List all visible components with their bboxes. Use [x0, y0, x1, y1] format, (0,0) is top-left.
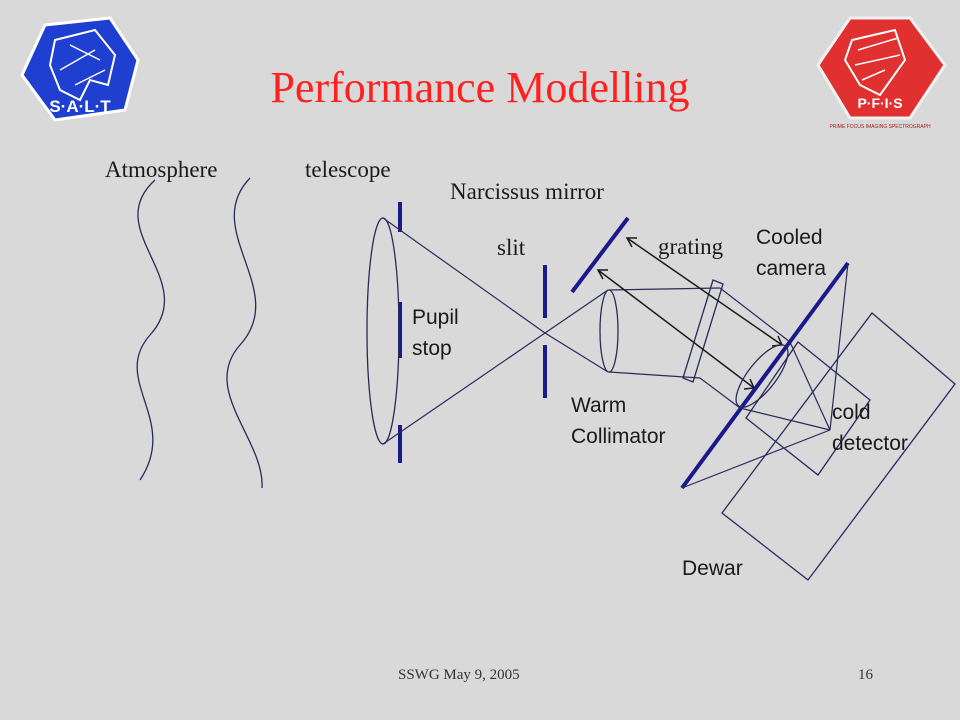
telescope-ray-bottom [382, 332, 546, 445]
telescope-mirror [366, 217, 400, 445]
warm-collimator-line-2: Collimator [571, 425, 666, 448]
detector-housing [745, 341, 871, 476]
dewar-label: Dewar [682, 557, 743, 580]
grating [682, 279, 724, 383]
cooled-camera-label: Cooled camera [756, 222, 826, 284]
collimated-beam-top [608, 287, 721, 291]
warm-collimator-line-1: Warm [571, 394, 627, 417]
cooled-camera-lens [735, 344, 789, 408]
grating-ray-top [719, 287, 791, 343]
camera-rays [681, 262, 849, 489]
warm-collimator [599, 289, 619, 373]
pupil-stop-line-2: stop [412, 337, 452, 360]
slit-label: slit [497, 235, 526, 260]
grating-ray-bottom [699, 377, 741, 409]
telescope-ray-top [382, 217, 546, 334]
salt-logo-text: S·A·L·T [49, 97, 111, 116]
telescope-label: telescope [305, 157, 391, 182]
cold-detector-line-1: cold [832, 401, 871, 424]
atmosphere-label: Atmosphere [105, 157, 218, 182]
collimated-beam-bottom [608, 371, 701, 379]
pfis-logo-text: P·F·I·S [857, 95, 902, 111]
page-number: 16 [858, 667, 873, 683]
grating-label: grating [658, 234, 724, 259]
narcissus-mirror [570, 216, 630, 294]
cold-detector-line-2: detector [832, 432, 908, 455]
cooled-camera-line-2: camera [756, 257, 827, 280]
footer-text: SSWG May 9, 2005 [398, 667, 520, 683]
pupil-stop-line-1: Pupil [412, 306, 459, 329]
salt-logo: S·A·L·T [20, 16, 140, 122]
warm-collimator-label: Warm Collimator [571, 390, 666, 452]
dewar-window [680, 261, 850, 490]
pfis-logo: P·F·I·S PRIME FOCUS IMAGING SPECTROGRAPH [816, 16, 947, 130]
collimator-ray-top [544, 289, 609, 334]
pfis-logo-subtitle: PRIME FOCUS IMAGING SPECTROGRAPH [829, 124, 931, 130]
atmosphere-wave-2 [226, 177, 263, 489]
cooled-camera-line-1: Cooled [756, 226, 823, 249]
collimator-ray-bottom [544, 332, 609, 373]
cold-detector-label: cold detector [832, 397, 908, 459]
atmosphere-wave-1 [136, 179, 166, 481]
pupil-stop-label: Pupil stop [412, 302, 459, 364]
page-title: Performance Modelling [270, 63, 690, 112]
narcissus-mirror-label: Narcissus mirror [450, 179, 604, 204]
dewar-outline [721, 312, 956, 581]
